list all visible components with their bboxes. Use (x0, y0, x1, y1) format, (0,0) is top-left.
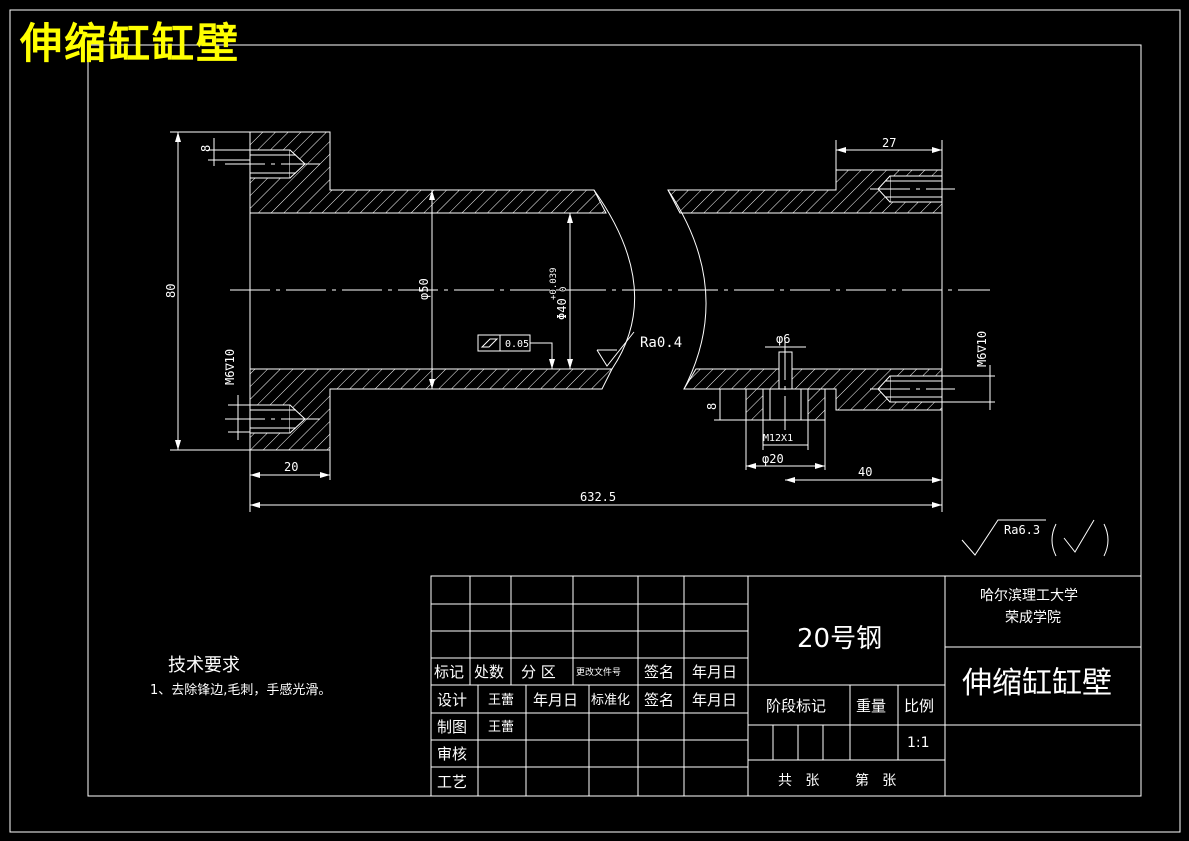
tb-genggai: 更改文件号 (576, 666, 621, 678)
drawing-title: 伸缩缸缸壁 (20, 19, 241, 68)
dim-phi40-tol: +0.039 (549, 267, 559, 300)
tb-nianyueri3: 年月日 (692, 691, 737, 709)
tb-nianyueri1: 年月日 (692, 663, 737, 681)
tb-zhongliang: 重量 (856, 697, 886, 715)
dim-phi20: φ20 (762, 452, 784, 466)
tb-scale: 1:1 (907, 735, 930, 751)
tb-biaoji: 标记 (434, 663, 464, 681)
school-line1: 哈尔滨理工大学 (980, 588, 1078, 604)
dim-m6-left: M6∇10 (223, 349, 237, 385)
dim-phi40: Φ40 (555, 298, 569, 320)
dimension-lines (170, 131, 995, 512)
tolerance-frame (477, 334, 531, 352)
ra63-label: Ra6.3 (1004, 523, 1040, 537)
title-block-grid (430, 575, 1142, 797)
centerlines (225, 163, 990, 430)
roughness-symbol-general (961, 519, 1109, 557)
dim-80: 80 (164, 284, 178, 298)
dim-40: 40 (858, 465, 872, 479)
right-part (667, 169, 943, 421)
tb-sheets: 共 张 第 张 (778, 772, 896, 789)
tb-sheji: 设计 (437, 691, 467, 709)
part-name: 伸缩缸缸壁 (962, 666, 1112, 701)
dim-m12: M12X1 (763, 433, 793, 444)
tb-jieduan: 阶段标记 (766, 697, 826, 715)
school-line2: 荣成学院 (1005, 610, 1061, 626)
material-label: 20号钢 (797, 624, 882, 654)
tb-chushu: 处数 (474, 663, 504, 681)
tb-qianming2: 签名 (644, 691, 674, 709)
dim-phi50: φ50 (417, 278, 431, 300)
tb-sheji-name: 王蕾 (488, 693, 514, 708)
dim-phi6: φ6 (776, 332, 790, 346)
tb-nianyueri2: 年月日 (533, 691, 578, 709)
tb-biaozhunhua: 标准化 (591, 693, 630, 708)
left-top-wall (249, 131, 607, 214)
roughness-symbol-ra04 (596, 331, 635, 367)
dim-8-top: 8 (199, 145, 213, 152)
tb-shenhe: 审核 (437, 745, 467, 763)
left-break-curve (593, 189, 636, 370)
tb-zhitu-name: 王蕾 (488, 720, 514, 735)
tb-gongyi: 工艺 (437, 773, 467, 791)
tolerance-value: 0.05 (505, 339, 529, 350)
dim-20: 20 (284, 460, 298, 474)
left-part (249, 131, 636, 451)
tech-requirements-line1: 1、去除锋边,毛刺，手感光滑。 (150, 682, 331, 698)
outer-frame (9, 9, 1181, 833)
tb-fenqu: 分 区 (521, 663, 556, 681)
ra04-label: Ra0.4 (640, 335, 682, 351)
dim-m6-right: M6∇10 (975, 331, 989, 367)
tb-qianming1: 签名 (644, 663, 674, 681)
tb-zhitu: 制图 (437, 718, 467, 736)
tech-requirements-heading: 技术要求 (168, 655, 240, 676)
dim-phi40-tol2: 0 (559, 287, 569, 292)
arrowheads (175, 132, 942, 508)
tb-bili: 比例 (904, 697, 934, 715)
dim-27: 27 (882, 136, 896, 150)
dim-632-5: 632.5 (580, 490, 616, 504)
dim-8-bottom: 8 (705, 403, 719, 410)
